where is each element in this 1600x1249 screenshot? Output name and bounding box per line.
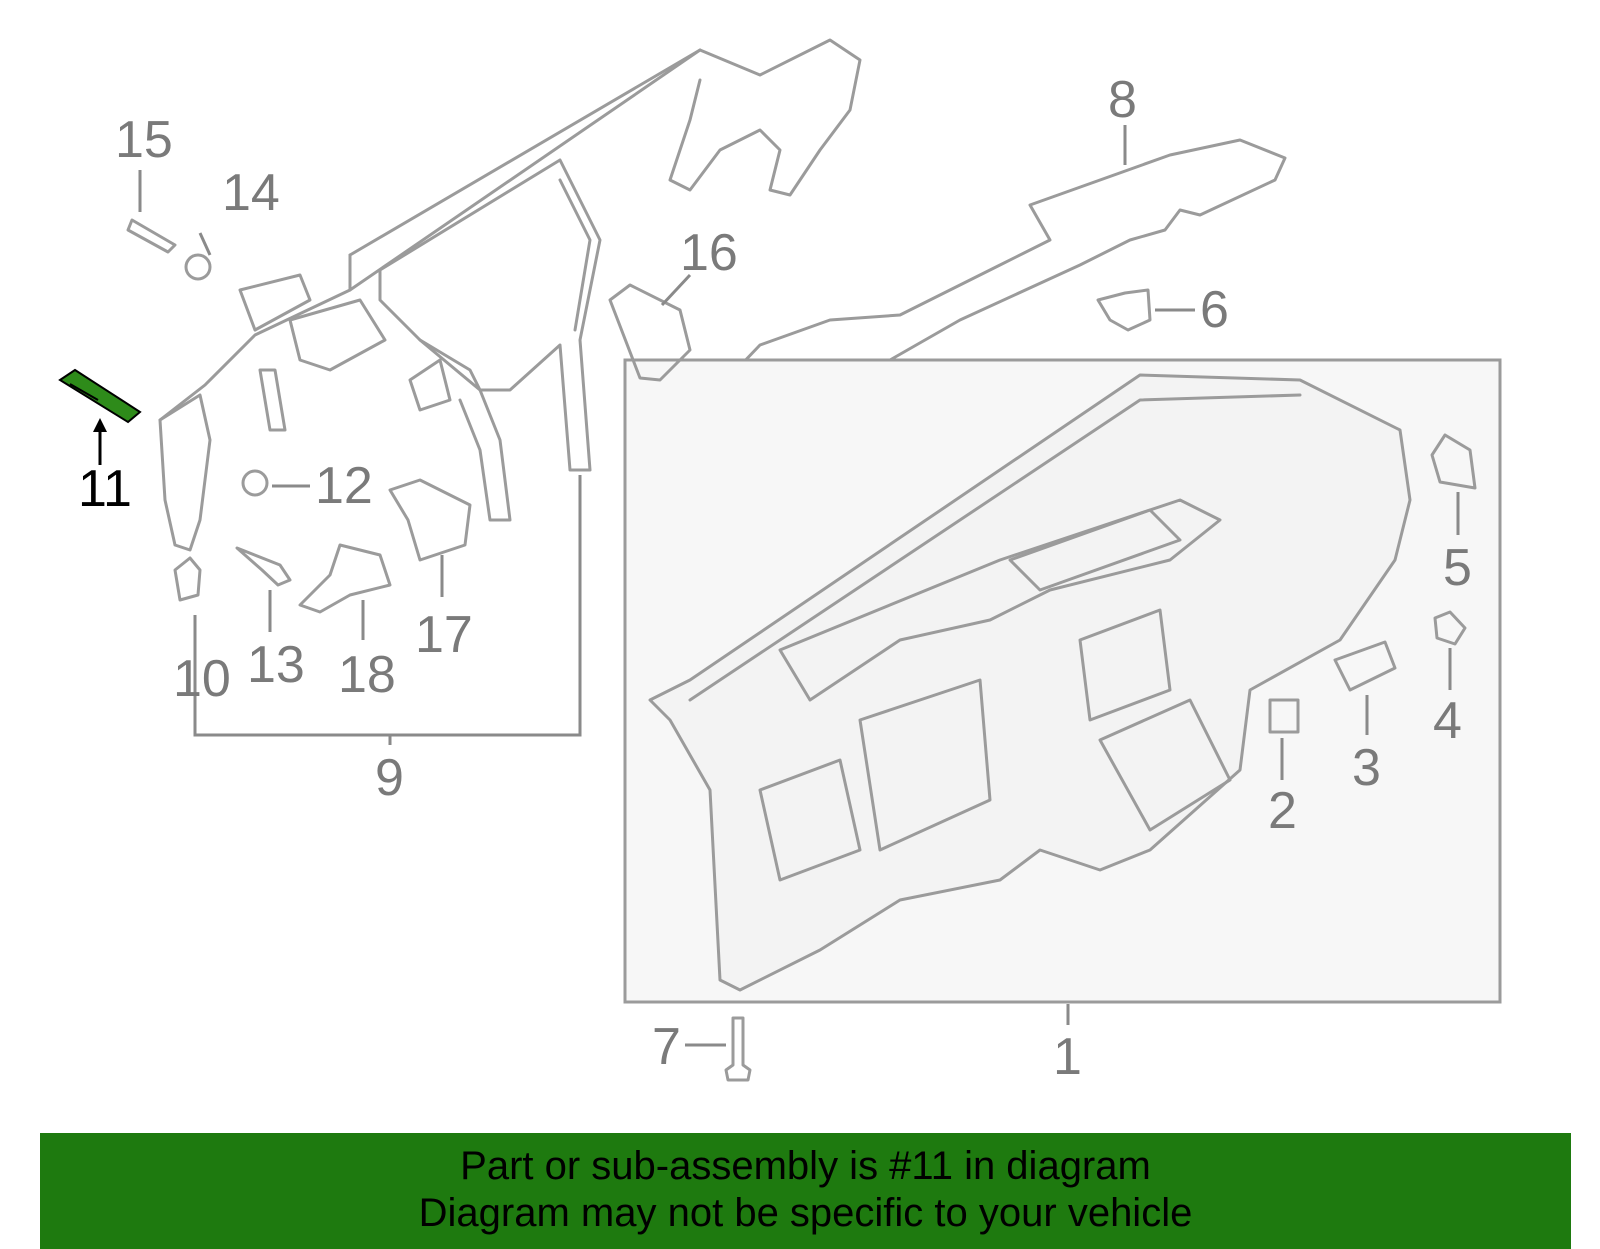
callout-10: 10 [173, 650, 231, 708]
callout-1: 1 [1053, 1028, 1082, 1086]
callout-3: 3 [1352, 739, 1381, 797]
callout-9: 9 [375, 749, 404, 807]
highlighted-part-11 [58, 368, 142, 424]
callout-14: 14 [222, 164, 280, 222]
callout-18: 18 [338, 646, 396, 704]
callout-12: 12 [315, 457, 373, 515]
banner-line-2: Diagram may not be specific to your vehi… [418, 1191, 1193, 1235]
callout-7: 7 [652, 1018, 681, 1076]
instrument-panel-group [623, 358, 1502, 1004]
leader-lines [93, 125, 1460, 1047]
callouts: 1 2 3 4 5 6 7 8 9 10 11 12 13 14 15 16 1… [78, 71, 1472, 1086]
callout-13: 13 [247, 636, 305, 694]
small-parts [126, 218, 1477, 1082]
banner-line-1: Part or sub-assembly is #11 in diagram [460, 1144, 1151, 1188]
callout-2: 2 [1268, 782, 1297, 840]
cross-car-beam [158, 38, 862, 552]
callout-17: 17 [415, 606, 473, 664]
callout-5: 5 [1443, 539, 1472, 597]
callout-6: 6 [1200, 281, 1229, 339]
callout-11: 11 [78, 460, 132, 518]
callout-4: 4 [1433, 692, 1462, 750]
callout-15: 15 [115, 111, 173, 169]
callout-16: 16 [680, 224, 738, 282]
info-banner: Part or sub-assembly is #11 in diagram D… [40, 1133, 1571, 1249]
callout-8: 8 [1108, 71, 1137, 129]
